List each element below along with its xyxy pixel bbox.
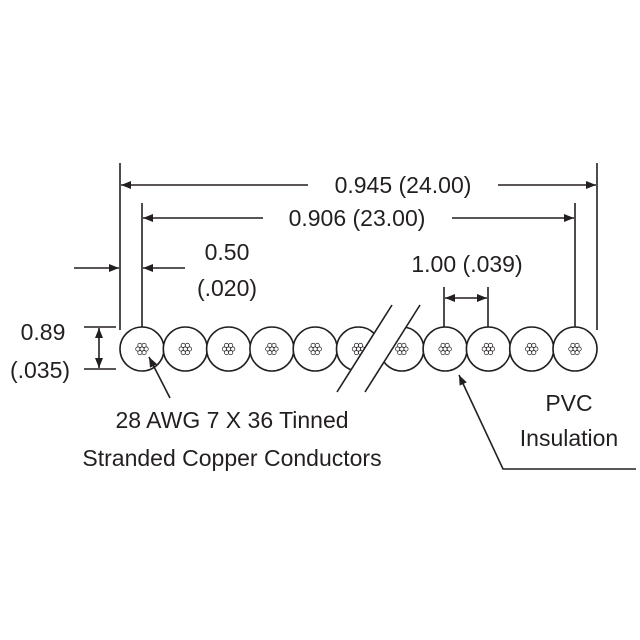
strand <box>490 346 496 352</box>
strand <box>273 346 279 352</box>
strand <box>483 350 489 356</box>
strand <box>267 342 273 348</box>
cable-break-line-left <box>336 304 393 393</box>
strand <box>228 342 234 348</box>
cable-break-line-right <box>364 304 421 393</box>
strand <box>568 346 574 352</box>
strand <box>576 346 582 352</box>
strand <box>525 346 530 352</box>
strand <box>570 350 576 356</box>
conductor <box>249 326 295 372</box>
strand <box>401 342 407 348</box>
strand <box>141 342 147 348</box>
thickness-label-bottom: (.035) <box>10 357 70 383</box>
strand <box>444 350 450 356</box>
strand <box>531 342 537 348</box>
strand <box>224 350 229 356</box>
strand <box>438 346 444 352</box>
strand <box>143 346 149 352</box>
strand <box>527 350 533 356</box>
strand <box>401 350 407 356</box>
conductor <box>465 326 512 372</box>
conductor <box>508 326 555 372</box>
strand <box>440 350 446 356</box>
strand <box>187 346 192 352</box>
strand <box>180 350 186 356</box>
strand <box>351 346 357 352</box>
strand <box>184 350 190 356</box>
strand <box>574 342 580 348</box>
insulation-leader-arrow <box>458 374 636 470</box>
strand <box>271 350 277 356</box>
edge-offset-label-bottom: (.020) <box>197 275 257 301</box>
cable-break-gap <box>337 305 420 392</box>
strand <box>440 342 446 348</box>
conductor <box>422 326 468 372</box>
conductor-label-line2: Stranded Copper Conductors <box>82 445 381 471</box>
insulation-label-line2: Insulation <box>520 425 618 451</box>
strand <box>533 346 539 352</box>
strand <box>228 350 234 356</box>
strand <box>488 350 493 356</box>
strand <box>570 342 576 348</box>
strand <box>221 346 227 352</box>
strand <box>444 342 450 348</box>
conductor-label-line1: 28 AWG 7 X 36 Tinned <box>115 407 348 433</box>
strand <box>178 346 184 352</box>
strand <box>353 350 359 356</box>
strand <box>488 342 493 348</box>
strand <box>446 346 452 352</box>
strand <box>308 346 314 352</box>
conductor <box>119 326 165 372</box>
strand <box>180 342 186 348</box>
strand <box>395 346 401 352</box>
strand <box>184 342 190 348</box>
conductor-span-label: 0.906 (23.00) <box>289 205 426 231</box>
overall-width-label: 0.945 (24.00) <box>335 172 472 198</box>
strand <box>141 350 147 356</box>
strand <box>230 346 236 352</box>
strand <box>137 350 143 356</box>
strand <box>316 346 322 352</box>
strand <box>527 342 533 348</box>
strand <box>137 342 143 348</box>
conductor <box>205 326 252 372</box>
conductor-leader-arrow <box>148 356 171 399</box>
strand <box>397 342 403 348</box>
strand <box>574 350 580 356</box>
strand <box>314 342 320 348</box>
strand <box>358 342 364 348</box>
strand <box>267 350 273 356</box>
strand <box>531 350 537 356</box>
pitch-label: 1.00 (.039) <box>411 251 522 277</box>
strand <box>265 346 271 352</box>
strand <box>314 350 320 356</box>
strand <box>224 342 229 348</box>
strand <box>481 346 487 352</box>
strand <box>397 350 403 356</box>
strand <box>353 342 359 348</box>
conductor <box>552 326 598 372</box>
strand <box>310 350 316 356</box>
strand <box>403 346 409 352</box>
strand <box>135 346 141 352</box>
conductor <box>162 326 209 372</box>
insulation-label-line1: PVC <box>545 390 592 416</box>
strand <box>310 342 316 348</box>
conductor <box>292 326 339 372</box>
strand <box>271 342 277 348</box>
strand <box>483 342 489 348</box>
thickness-label-top: 0.89 <box>21 319 66 345</box>
edge-offset-label-top: 0.50 <box>205 239 250 265</box>
